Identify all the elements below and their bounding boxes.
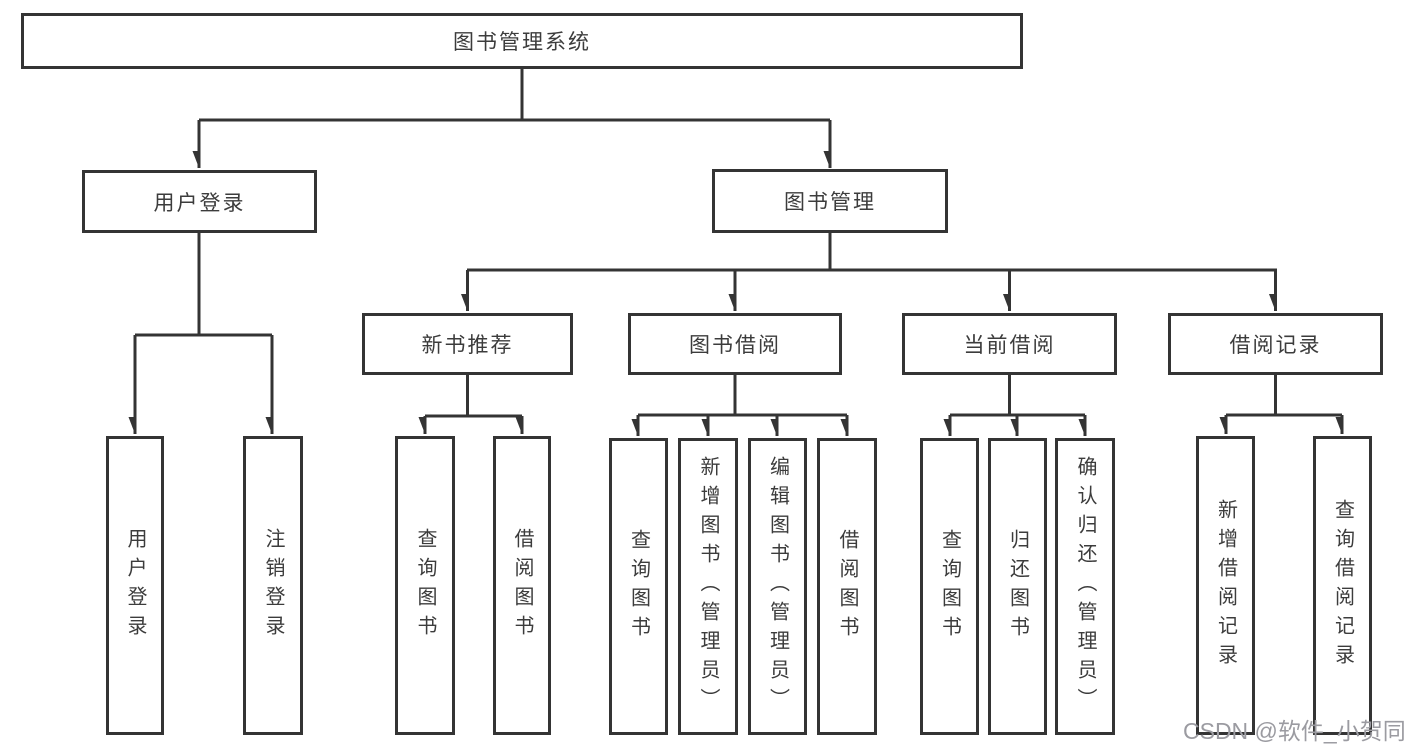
node-book-management-module: 图书管理 <box>712 169 948 233</box>
leaf-borrow-books-2: 借阅图书 <box>817 438 877 735</box>
leaf-return-books: 归还图书 <box>988 438 1047 735</box>
node-user-login-module: 用户登录 <box>82 170 317 233</box>
node-borrow-records: 借阅记录 <box>1168 313 1383 375</box>
node-library-management-system: 图书管理系统 <box>21 13 1023 69</box>
leaf-query-books-1: 查询图书 <box>395 436 455 735</box>
node-current-borrow: 当前借阅 <box>902 313 1117 375</box>
node-new-book-recommend: 新书推荐 <box>362 313 573 375</box>
leaf-borrow-books-1: 借阅图书 <box>493 436 551 735</box>
leaf-edit-books-admin: 编辑图书（管理员） <box>748 438 807 735</box>
node-book-borrow: 图书借阅 <box>628 313 842 375</box>
leaf-query-books-3: 查询图书 <box>920 438 979 735</box>
leaf-logout: 注销登录 <box>243 436 303 735</box>
leaf-user-login: 用户登录 <box>106 436 164 735</box>
leaf-add-borrow-record: 新增借阅记录 <box>1196 436 1255 735</box>
leaf-add-books-admin: 新增图书（管理员） <box>678 438 738 735</box>
leaf-query-borrow-record: 查询借阅记录 <box>1313 436 1372 735</box>
leaf-confirm-return-admin: 确认归还（管理员） <box>1055 438 1115 735</box>
leaf-query-books-2: 查询图书 <box>609 438 668 735</box>
csdn-watermark: CSDN @软件_小贺同学 <box>1183 718 1405 744</box>
